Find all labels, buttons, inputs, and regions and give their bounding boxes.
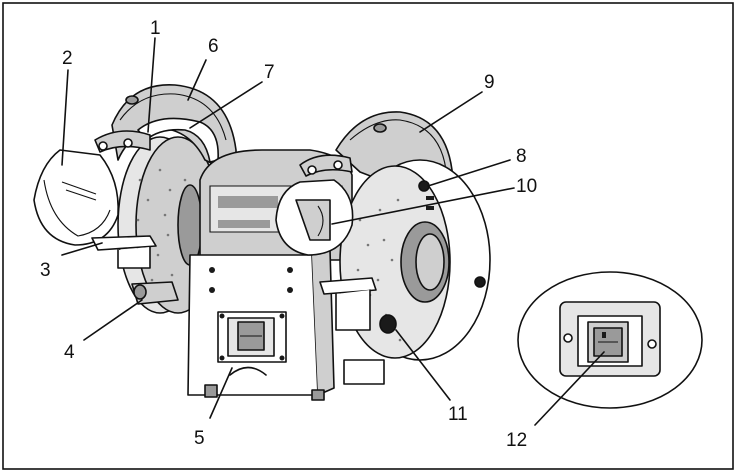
right-tool-rest — [319, 277, 377, 295]
left-tool-rest — [91, 235, 157, 251]
leader-4 — [83, 299, 143, 341]
leader-8 — [427, 159, 511, 187]
leader-6 — [187, 59, 207, 101]
switch-detail-inset — [517, 271, 703, 409]
callout-3: 3 — [40, 260, 51, 281]
right-guard-knob — [373, 123, 387, 133]
left-shaft-hub — [177, 184, 203, 266]
callout-labels: 1 2 3 4 5 6 7 8 9 10 11 12 — [40, 18, 537, 451]
model-label — [218, 220, 270, 228]
left-eye-shield-bracket — [94, 130, 151, 153]
callout-12: 12 — [506, 430, 527, 451]
tool-rest-knob — [379, 314, 397, 334]
left-guard-rim — [119, 93, 227, 141]
leader-10 — [331, 187, 515, 225]
base-cutout — [229, 366, 267, 376]
leader-3 — [61, 242, 103, 256]
leader-lines — [61, 37, 605, 426]
right-wheel-assembly — [275, 111, 491, 385]
callout-6: 6 — [208, 36, 219, 57]
base-foot — [204, 384, 218, 398]
guard-side-screw — [474, 276, 486, 288]
leader-9 — [419, 91, 483, 133]
leader-5 — [209, 367, 233, 419]
leader-2 — [61, 69, 69, 166]
leader-1 — [147, 37, 156, 133]
eye-shield-reflection — [43, 179, 111, 237]
callout-4: 4 — [64, 342, 75, 363]
leader-11 — [395, 329, 451, 401]
leader-12 — [534, 351, 605, 426]
callout-9: 9 — [484, 72, 495, 93]
callout-8: 8 — [516, 146, 527, 167]
callout-5: 5 — [194, 428, 205, 449]
left-eye-shield — [33, 149, 119, 246]
brand-label — [218, 196, 278, 208]
callout-10: 10 — [516, 176, 537, 197]
callout-1: 1 — [150, 18, 161, 39]
callout-11: 11 — [448, 404, 468, 425]
callout-2: 2 — [62, 48, 73, 69]
left-guard-knob — [125, 95, 139, 105]
leader-7 — [189, 81, 263, 129]
callout-7: 7 — [264, 62, 275, 83]
